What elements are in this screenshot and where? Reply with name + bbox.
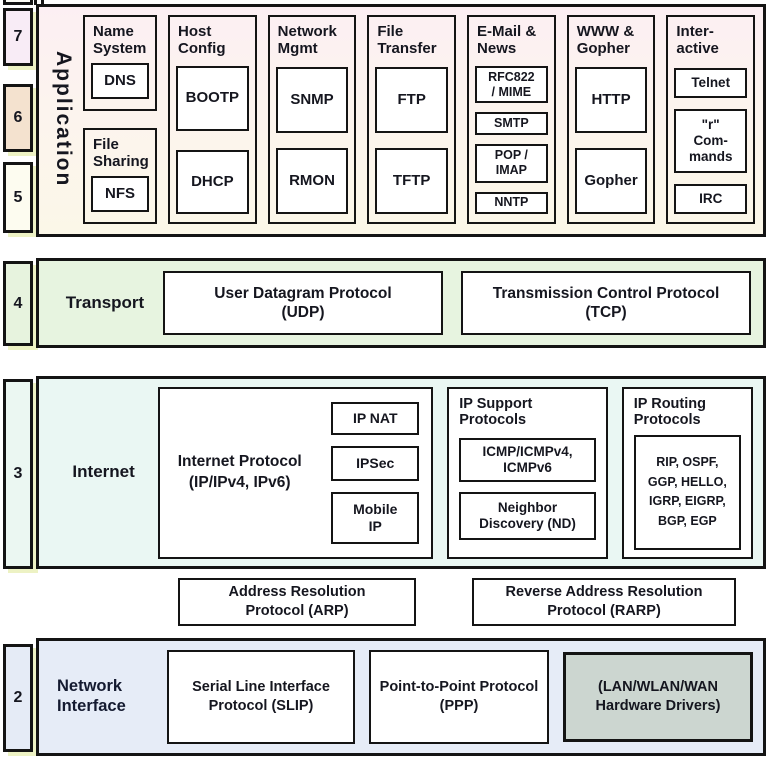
group-file-transfer-header: File Transfer (377, 23, 437, 58)
layer-number-7-label: 7 (13, 28, 23, 45)
protocol-box-tcp: Transmission Control Protocol (TCP) (461, 271, 751, 335)
group-file-sharing-header: File Sharing (93, 136, 149, 171)
application-layer-label-wrap: Application (43, 15, 83, 224)
group-host-config-header: Host Config (178, 23, 226, 58)
protocol-box-arp: Address Resolution Protocol (ARP) (178, 578, 416, 626)
group-ip-routing-protocols: IP Routing Protocols RIP, OSPF, GGP, HEL… (621, 386, 753, 559)
group-name-system-header: Name System (93, 23, 147, 58)
protocol-box-gopher: Gopher (574, 148, 648, 214)
protocol-box-nfs: NFS (91, 176, 149, 213)
transport-layer-label: Transport (65, 292, 145, 312)
layer-band-transport: Transport User Datagram Protocol (UDP) T… (36, 258, 766, 348)
protocol-box-smtp: SMTP (475, 112, 548, 135)
group-name-system: Name System DNS (83, 15, 157, 111)
ip-support-protocols-header: IP Support Protocols (459, 395, 533, 429)
protocol-box-rmon: RMON (275, 148, 349, 214)
protocol-box-icmp: ICMP/ICMPv4, ICMPv6 (459, 437, 596, 482)
protocol-box-ppp: Point-to-Point Protocol (PPP) (369, 650, 549, 744)
layer-number-5: 5 (3, 162, 33, 233)
layer-number-6: 6 (3, 84, 33, 152)
group-network-mgmt-header: Network Mgmt (277, 23, 337, 58)
layer-number-7: 7 (3, 8, 33, 66)
group-ip-support-protocols: IP Support Protocols ICMP/ICMPv4, ICMPv6… (447, 386, 608, 559)
protocol-box-pop-imap: POP / IMAP (475, 143, 548, 183)
internet-protocol-title: Internet Protocol (IP/IPv4, IPv6) (177, 453, 302, 491)
group-www-gopher-header: WWW & Gopher (576, 23, 635, 58)
layer-band-network-interface: Network Interface Serial Line Interface … (36, 638, 766, 756)
protocol-box-dns: DNS (91, 63, 149, 100)
protocol-box-snmp: SNMP (275, 67, 349, 134)
layer-number-6-label: 6 (13, 109, 23, 126)
internet-protocol-sub-column: IP NAT IPSec Mobile IP (331, 401, 420, 544)
protocol-box-ftp: FTP (375, 67, 449, 134)
layer-number-2-label: 2 (13, 689, 23, 706)
group-interactive: Inter- active Telnet "r" Com- mands IRC (666, 15, 756, 224)
column-name-file: Name System DNS File Sharing NFS (83, 15, 157, 224)
layer-band-application: Application Name System DNS File Sharing… (36, 4, 766, 237)
network-interface-layer-label: Network Interface (57, 677, 126, 715)
protocol-box-telnet: Telnet (674, 68, 748, 99)
protocol-box-rarp: Reverse Address Resolution Protocol (RAR… (472, 578, 736, 626)
protocol-box-internet-protocol: Internet Protocol (IP/IPv4, IPv6) IP NAT… (158, 386, 434, 559)
protocol-box-ipsec: IPSec (331, 445, 420, 481)
protocol-box-mobile-ip: Mobile IP (331, 491, 420, 544)
protocol-box-r-commands: "r" Com- mands (674, 109, 748, 173)
internet-layer-label: Internet (72, 462, 135, 482)
layer-number-4: 4 (3, 261, 33, 346)
protocol-box-http: HTTP (574, 67, 648, 134)
layer-number-3: 3 (3, 379, 33, 569)
layer-number-5-label: 5 (13, 188, 23, 206)
ip-routing-protocols-header: IP Routing Protocols (633, 395, 706, 429)
layer-number-2: 2 (3, 644, 33, 752)
protocol-box-bootp: BOOTP (176, 66, 249, 131)
application-columns: Name System DNS File Sharing NFS Host Co… (83, 15, 756, 224)
group-interactive-header: Inter- active (676, 23, 719, 58)
layer-number-4-label: 4 (13, 294, 23, 312)
cropped-border-fragment-top (34, 0, 44, 5)
protocol-box-routing-list: RIP, OSPF, GGP, HELLO, IGRP, EIGRP, BGP,… (633, 434, 741, 550)
group-www-gopher: WWW & Gopher HTTP Gopher (566, 15, 656, 224)
layer-band-internet: Internet Internet Protocol (IP/IPv4, IPv… (36, 376, 766, 569)
protocol-box-neighbor-discovery: Neighbor Discovery (ND) (459, 491, 596, 540)
protocol-box-dhcp: DHCP (176, 149, 249, 214)
protocol-box-nntp: NNTP (475, 191, 548, 214)
group-host-config: Host Config BOOTP DHCP (168, 15, 257, 224)
protocol-box-slip: Serial Line Interface Protocol (SLIP) (167, 650, 355, 744)
group-file-transfer: File Transfer FTP TFTP (367, 15, 457, 224)
protocol-box-udp: User Datagram Protocol (UDP) (163, 271, 443, 335)
group-email-news: E-Mail & News RFC822 / MIME SMTP POP / I… (467, 15, 556, 224)
protocol-box-rfc822-mime: RFC822 / MIME (475, 66, 548, 104)
group-network-mgmt: Network Mgmt SNMP RMON (267, 15, 357, 224)
protocol-box-hardware-drivers: (LAN/WLAN/WAN Hardware Drivers) (563, 652, 753, 742)
protocol-box-irc: IRC (674, 184, 748, 214)
protocol-box-tftp: TFTP (375, 148, 449, 214)
layer-number-3-label: 3 (13, 465, 23, 482)
cropped-box-fragment-top (3, 0, 33, 5)
group-file-sharing: File Sharing NFS (83, 128, 157, 224)
protocol-box-ip-nat: IP NAT (331, 401, 420, 435)
application-layer-label: Application (52, 51, 75, 188)
group-email-news-header: E-Mail & News (477, 23, 537, 58)
